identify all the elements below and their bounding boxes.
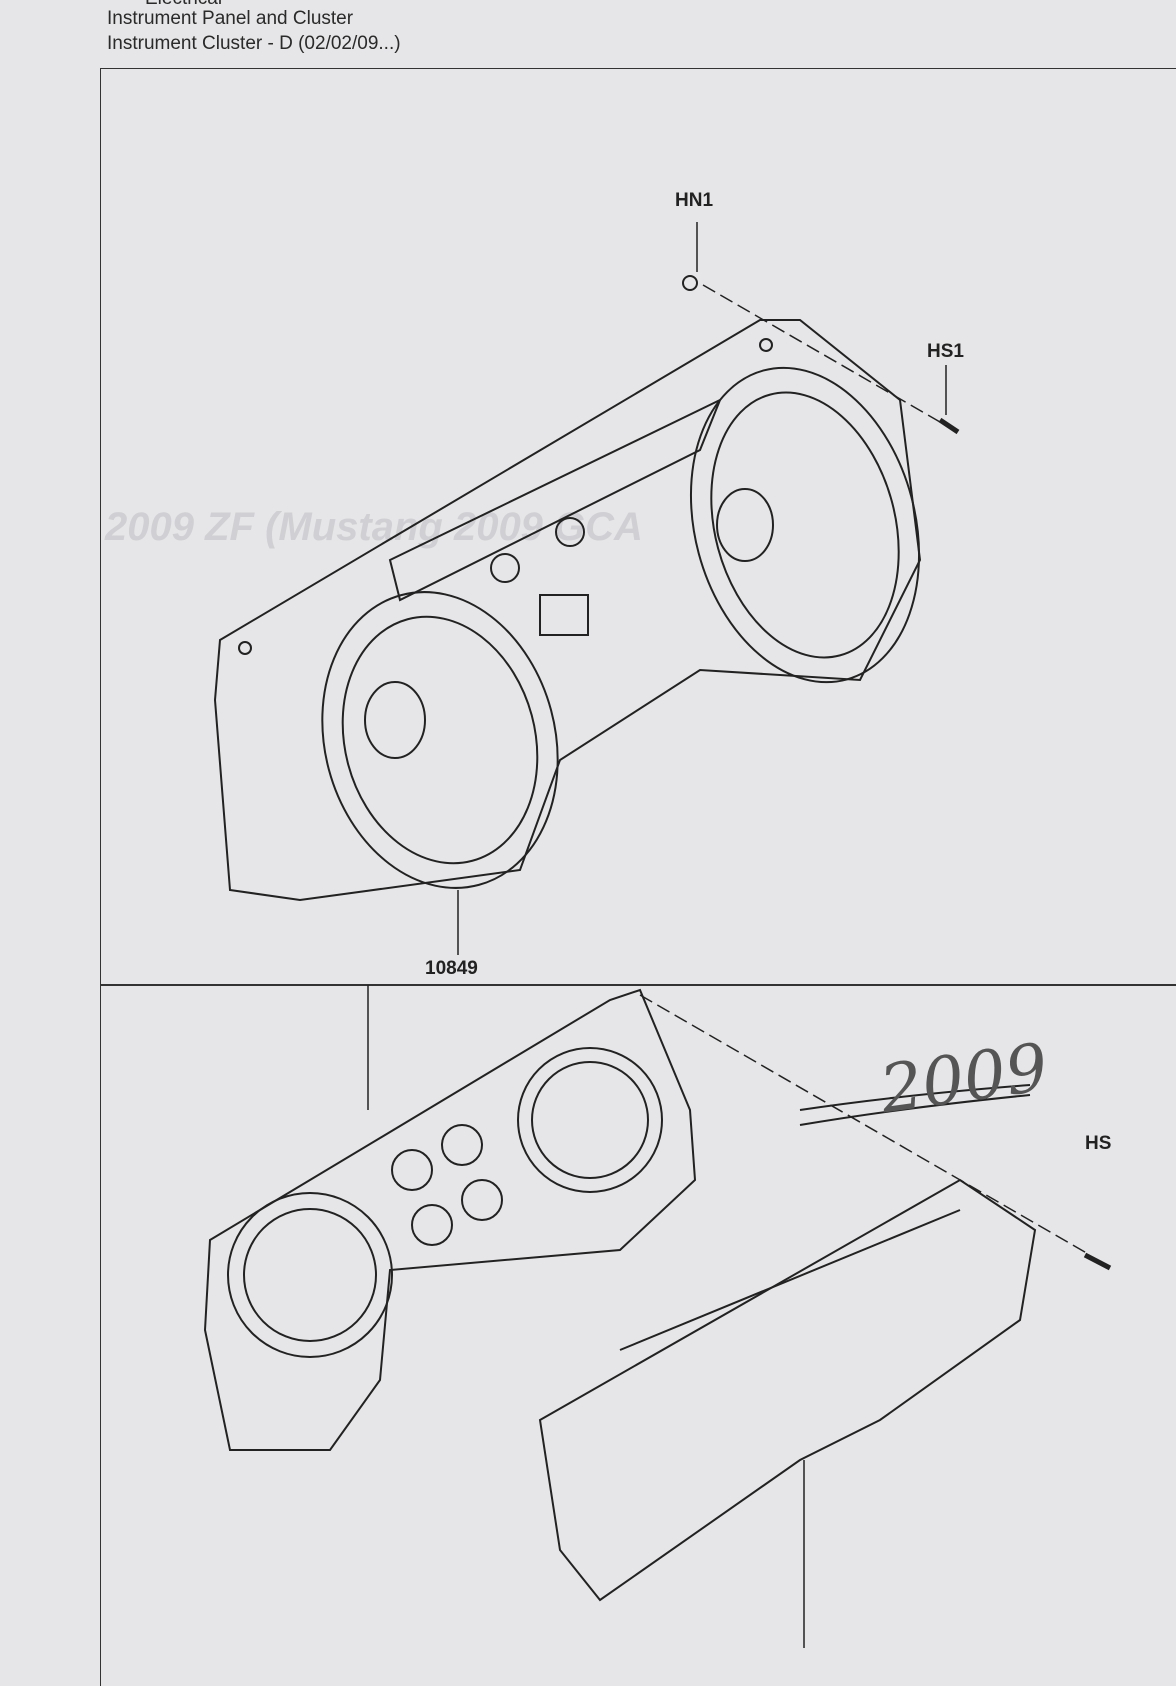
lower-cluster-drawing <box>203 985 1112 1648</box>
lower-diagram-frame <box>100 985 1176 1686</box>
upper-diagram-frame <box>100 68 1176 985</box>
callout-hs-lower: HS <box>1085 1133 1112 1154</box>
callout-hn1: HN1 <box>675 190 714 211</box>
bleed-through-text: 2009 ZF (Mustang 2009 GCA <box>105 505 643 549</box>
header-line-3: Instrument Cluster - D (02/02/09...) <box>107 33 401 54</box>
upper-cluster-drawing <box>213 222 960 955</box>
cluster-illustrations <box>203 222 1112 1648</box>
header-line-1: Electrical <box>145 0 222 10</box>
header-line-2: Instrument Panel and Cluster <box>107 8 354 29</box>
callout-part-number: 10849 <box>425 958 478 979</box>
callout-hs1: HS1 <box>927 341 964 362</box>
